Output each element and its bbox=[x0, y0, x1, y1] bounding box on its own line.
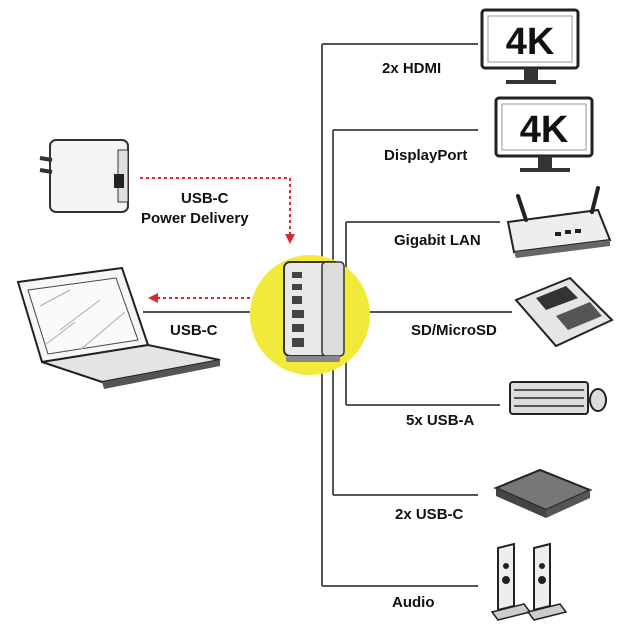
speakers-icon bbox=[490, 542, 568, 621]
label-pd-line2: Power Delivery bbox=[141, 210, 249, 227]
label-pd-line1: USB-C bbox=[181, 190, 229, 207]
label-audio: Audio bbox=[392, 594, 435, 611]
docking-station-icon bbox=[250, 255, 370, 375]
router-icon bbox=[506, 186, 612, 258]
label-sd-microsd: SD/MicroSD bbox=[411, 322, 497, 339]
label-gigabit-lan: Gigabit LAN bbox=[394, 232, 481, 249]
label-hdmi: 2x HDMI bbox=[382, 60, 442, 77]
monitor-icon bbox=[494, 96, 594, 172]
keyboard-icon bbox=[509, 381, 607, 415]
monitor-1-text: 4K bbox=[506, 21, 555, 63]
label-usb-a: 5x USB-A bbox=[406, 412, 475, 429]
label-displayport: DisplayPort bbox=[384, 147, 468, 164]
power-adapter-icon bbox=[39, 139, 129, 213]
monitor-2-text: 4K bbox=[520, 109, 569, 151]
sd-card-icon bbox=[514, 276, 614, 348]
external-drive-icon bbox=[493, 468, 593, 518]
label-usb-c-out: 2x USB-C bbox=[395, 506, 464, 523]
power-delivery-arrows bbox=[140, 177, 295, 303]
monitor-icon bbox=[480, 8, 580, 84]
label-usb-c-host: USB-C bbox=[170, 322, 218, 339]
laptop-icon bbox=[16, 266, 221, 389]
